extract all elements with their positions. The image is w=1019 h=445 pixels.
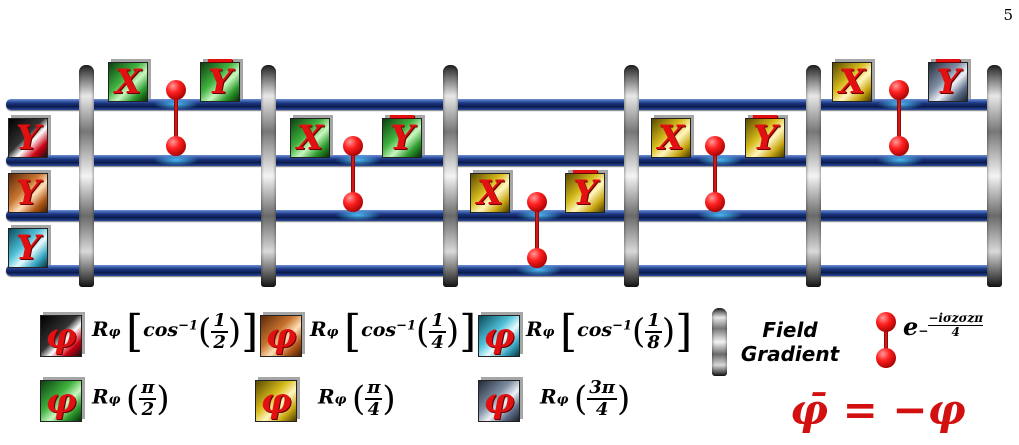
field-gradient-pillar	[806, 65, 821, 287]
legend-cube-orange: φ	[260, 315, 302, 357]
coupler-glow	[516, 264, 562, 276]
qubit-wire-3	[6, 265, 1000, 276]
gate-x-green: X	[290, 118, 330, 158]
gate-y-cyan: Y	[8, 228, 48, 268]
gate-ybar-yellow: Y	[745, 118, 785, 158]
field-gradient-pillar	[987, 65, 1002, 287]
coupler-glow	[335, 154, 381, 166]
field-gradient-pillar	[261, 65, 276, 287]
legend-cube-cyan: φ	[478, 315, 520, 357]
coupler-glow	[697, 154, 743, 166]
coupler-glow	[335, 209, 381, 221]
page-number: 5	[1003, 6, 1013, 24]
coupler-glow	[516, 209, 562, 221]
legend-field-gradient-label: Field Gradient	[740, 318, 840, 366]
gate-x-yellow: X	[470, 173, 510, 213]
gate-ybar-green: Y	[200, 62, 240, 102]
gate-ybar-green: Y	[382, 118, 422, 158]
zz-coupler	[705, 136, 725, 212]
gate-y-orange: Y	[8, 173, 48, 213]
gate-y-black: Y	[8, 118, 48, 158]
gate-x-green: X	[108, 62, 148, 102]
legend-zz-coupler	[876, 312, 896, 368]
legend-field-gradient-pillar	[712, 308, 727, 376]
phibar-definition: φ̄ = −φ	[790, 385, 966, 434]
qubit-wire-2	[6, 210, 1000, 221]
gate-ybar-steel: Y	[928, 62, 968, 102]
gate-x-yellow: X	[832, 62, 872, 102]
coupler-glow	[697, 209, 743, 221]
legend-cube-green: φ	[40, 380, 82, 422]
legend-cube-steel: φ	[478, 380, 520, 422]
coupler-glow	[153, 154, 199, 166]
legend-cube-yellow: φ	[255, 380, 297, 422]
field-gradient-pillar	[79, 65, 94, 287]
field-gradient-pillar	[624, 65, 639, 287]
gate-ybar-yellow: Y	[565, 173, 605, 213]
qubit-wire-1	[6, 155, 1000, 166]
zz-coupler	[166, 80, 186, 156]
zz-coupler	[527, 192, 547, 268]
zz-coupler	[889, 80, 909, 156]
field-gradient-pillar	[443, 65, 458, 287]
legend-cube-black: φ	[40, 315, 82, 357]
zz-coupler	[343, 136, 363, 212]
gate-x-yellow: X	[651, 118, 691, 158]
coupler-glow	[877, 154, 923, 166]
qubit-wire-0	[6, 99, 1000, 110]
